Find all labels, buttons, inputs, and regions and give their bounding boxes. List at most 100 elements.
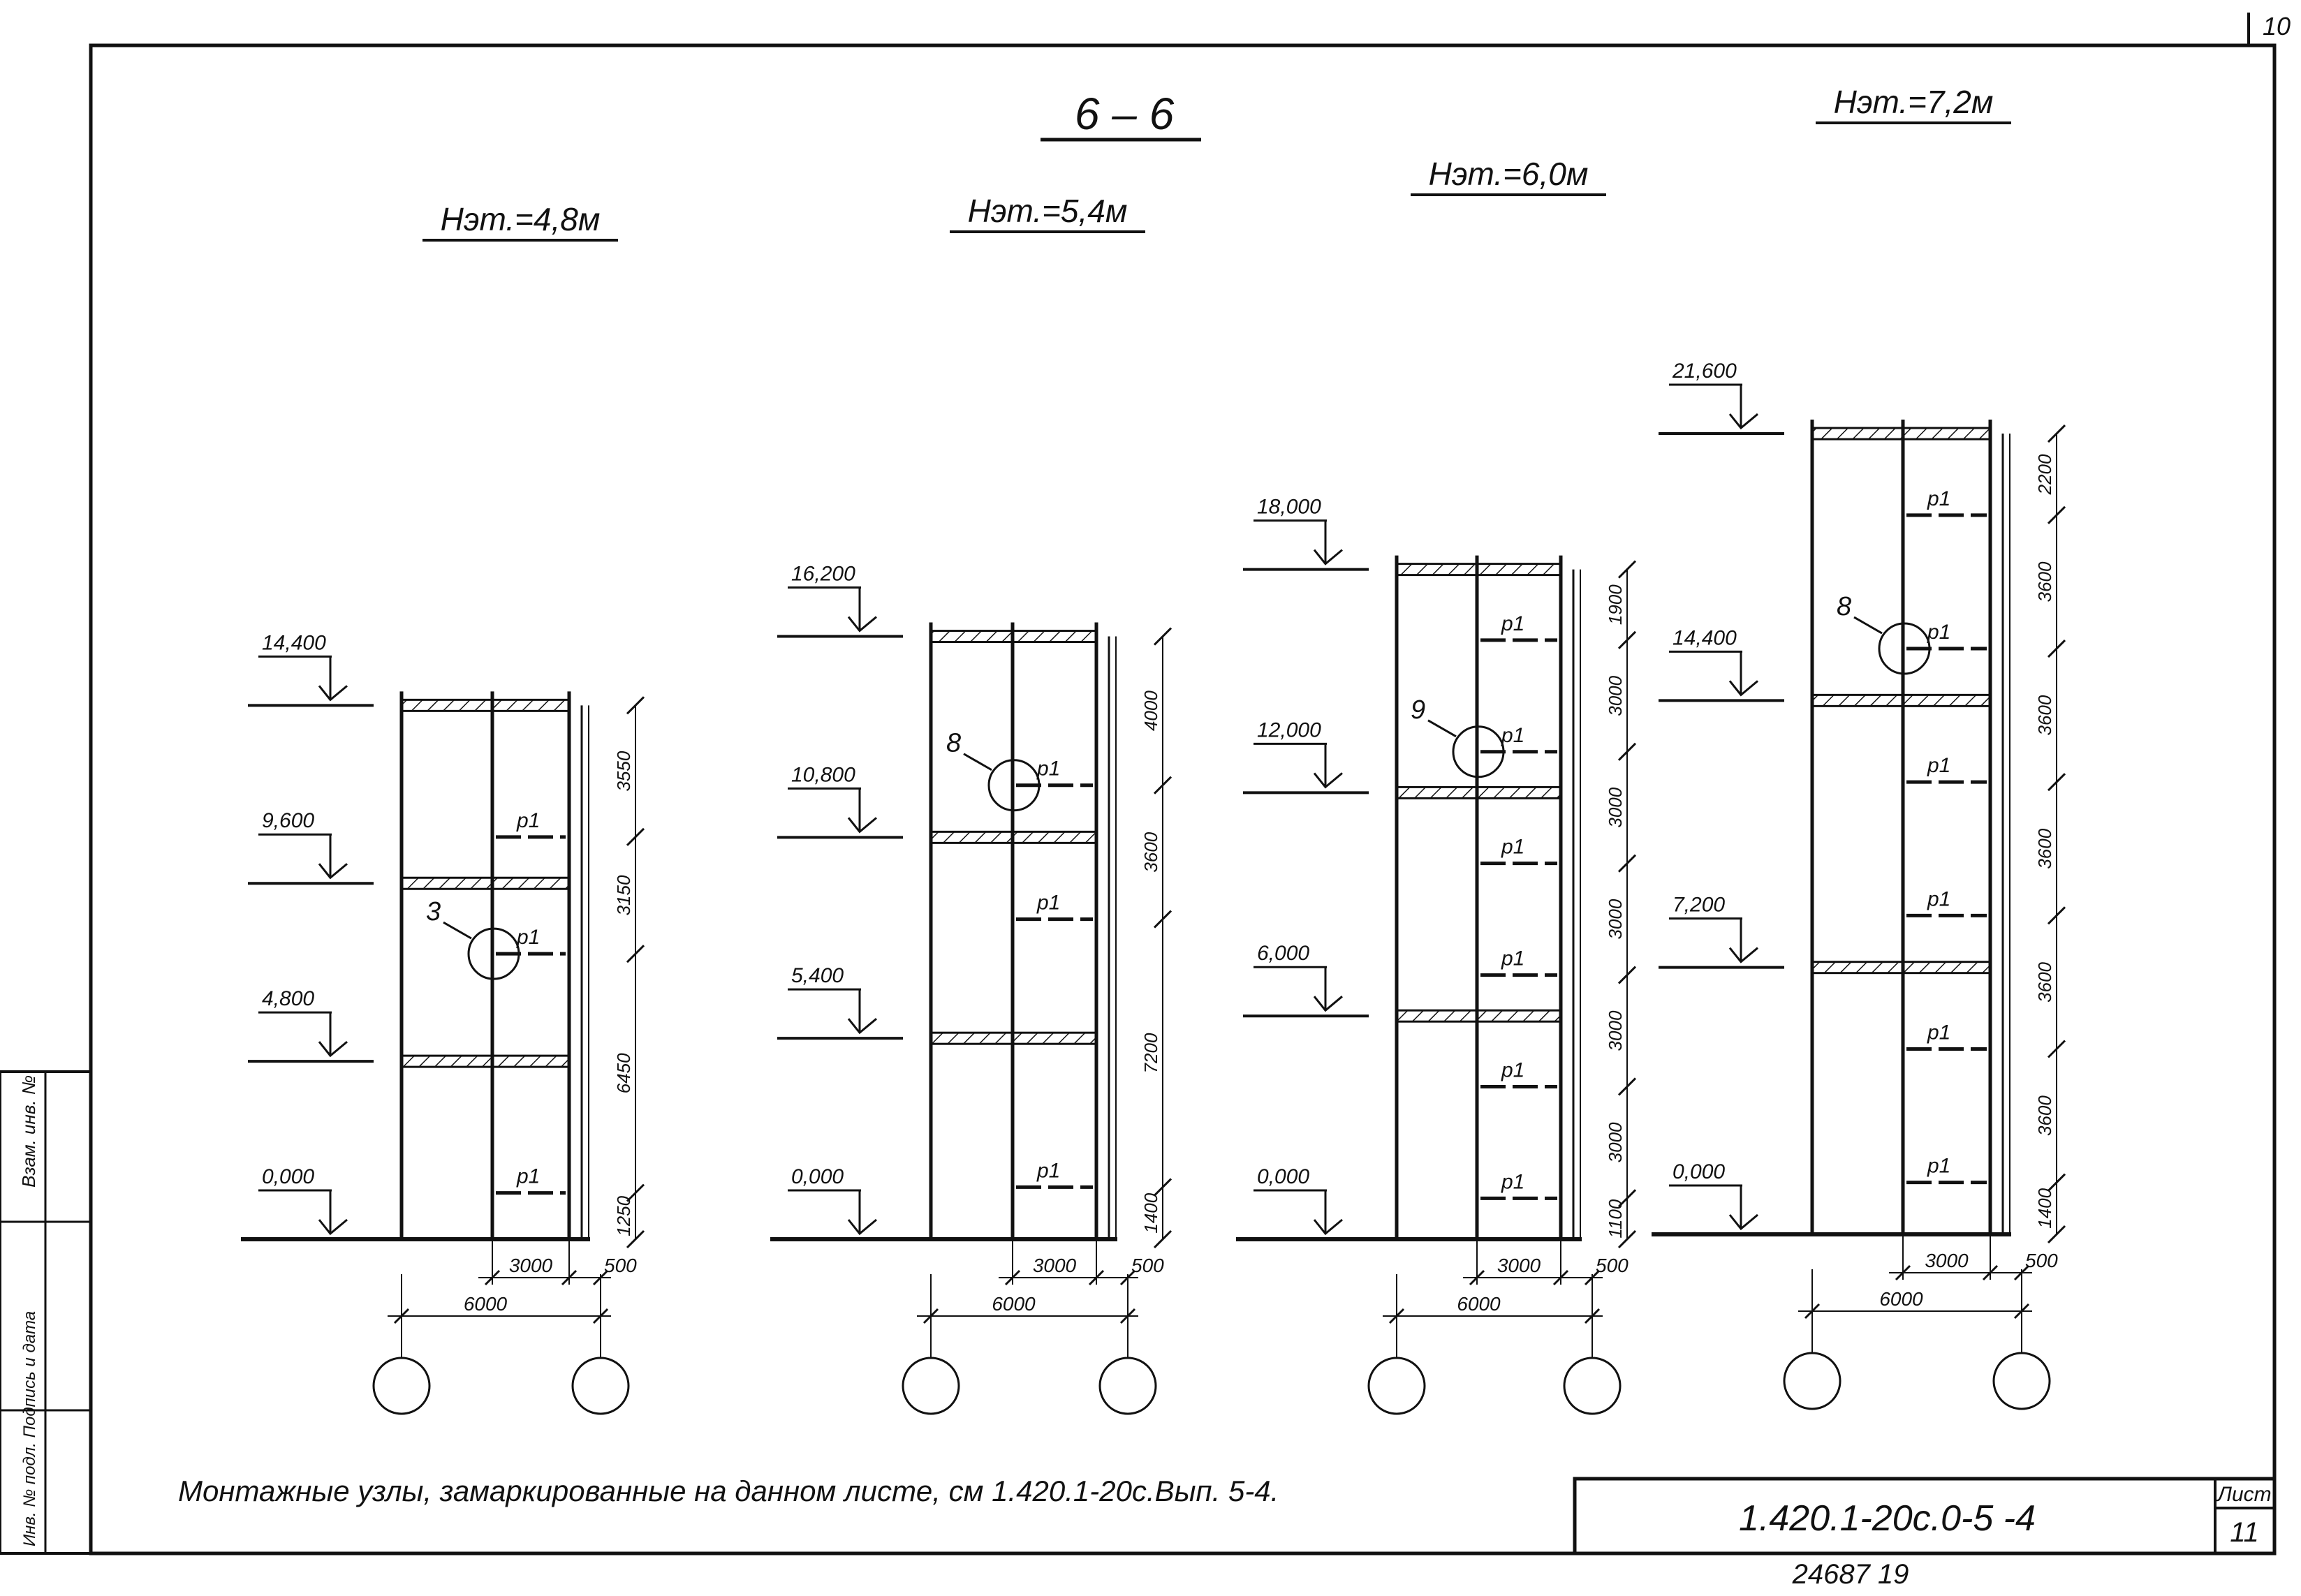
- level-arrow: [318, 656, 348, 702]
- node-leader: [963, 753, 992, 771]
- p1-label: р1: [1036, 1159, 1060, 1182]
- span-label: 3000: [1033, 1255, 1077, 1276]
- node-label: 3: [426, 897, 441, 926]
- p1-label: р1: [1501, 1170, 1524, 1193]
- node-circle: [987, 759, 1041, 812]
- floor-slab: [400, 876, 571, 890]
- dimension-tick: [2047, 906, 2066, 925]
- node-leader: [1853, 616, 1883, 635]
- span-label: 6000: [992, 1293, 1036, 1315]
- p1-label: р1: [1501, 1058, 1524, 1081]
- floor-slab: [929, 630, 1098, 644]
- side-strip-upper: Взам. инв. №: [18, 1075, 39, 1188]
- p1-label: р1: [1927, 1021, 1950, 1044]
- level-label: 0,000: [1673, 1160, 1725, 1183]
- dimension-tick: [626, 945, 645, 963]
- level-arrow: [847, 989, 877, 1035]
- p1-label: р1: [516, 926, 540, 949]
- level-arrow: [1728, 1185, 1758, 1231]
- frame-title: Нэт.=5,4м: [968, 193, 1128, 229]
- axis-bubble: [902, 1357, 960, 1415]
- dimension-tick: [2047, 1173, 2066, 1192]
- level-arrow: [1728, 918, 1758, 963]
- section-title: 6 – 6: [1075, 89, 1175, 139]
- level-arrow: [847, 587, 877, 633]
- level-arrow: [847, 1190, 877, 1236]
- level-label: 21,600: [1672, 360, 1737, 383]
- dimension-label: 3600: [2034, 561, 2055, 602]
- dimension-tick: [1153, 627, 1172, 646]
- level-arrow: [1313, 967, 1343, 1012]
- p1-label: р1: [1501, 724, 1524, 747]
- node-leader: [443, 921, 472, 940]
- span-label: 3000: [1925, 1250, 1969, 1271]
- dimension-label: 3000: [1605, 1010, 1626, 1051]
- dimension-tick: [1617, 742, 1637, 761]
- side-strip-lower: Инв. № подл. Подпись и дата: [20, 1311, 39, 1546]
- span-label: 3000: [1497, 1255, 1541, 1276]
- dimension-label: 3600: [2034, 1095, 2055, 1136]
- span-label: 500: [1596, 1255, 1629, 1276]
- sheet-frame: [0, 13, 2277, 1556]
- dimension-label: 1250: [613, 1195, 634, 1236]
- level-arrow: [1728, 385, 1758, 430]
- corner-number: 10: [2263, 12, 2291, 40]
- frame-title: Нэт.=6,0м: [1429, 156, 1589, 192]
- dimension-label: 3600: [2034, 695, 2055, 735]
- dimension-label: 6450: [613, 1053, 634, 1093]
- dimension-label: 3000: [1605, 787, 1626, 827]
- dimension-label: 1100: [1605, 1199, 1626, 1238]
- dimension-label: 3000: [1605, 1122, 1626, 1162]
- dimension-label: 3600: [2034, 828, 2055, 869]
- p1-label: р1: [1927, 621, 1950, 644]
- level-arrow: [1313, 520, 1343, 566]
- level-label: 14,400: [1673, 626, 1737, 649]
- dimension-tick: [1617, 560, 1637, 579]
- span-label: 500: [2025, 1250, 2058, 1271]
- span-label: 3000: [509, 1255, 553, 1276]
- frame-section-4: Нэт.=7,2м 21,600 14,400 7,200 0,000 1400 3600 3…: [1652, 84, 2066, 1410]
- level-label: 5,400: [791, 964, 844, 987]
- level-label: 18,000: [1257, 496, 1321, 519]
- dimension-label: 1400: [1140, 1192, 1161, 1233]
- dimension-tick: [1617, 630, 1637, 649]
- frame-section-1: Нэт.=4,8м14,4009,6004,8000,0001250645031…: [241, 201, 645, 1415]
- dimension-tick: [1617, 1189, 1637, 1208]
- floor-slab: [400, 1054, 571, 1068]
- floor-slab: [400, 698, 571, 712]
- axis-bubble: [1098, 1357, 1157, 1415]
- level-label: 7,200: [1673, 894, 1725, 917]
- archive-number: 24687 19: [1792, 1559, 1909, 1590]
- p1-label: р1: [1927, 887, 1950, 910]
- dimension-tick: [1617, 966, 1637, 984]
- dimension-label: 3550: [613, 751, 634, 791]
- level-label: 16,200: [791, 563, 855, 586]
- dimension-tick: [2047, 505, 2066, 524]
- floor-slab: [1395, 785, 1562, 799]
- dimension-label: 1900: [1605, 584, 1626, 625]
- dimension-tick: [2047, 1225, 2066, 1244]
- footnote: Монтажные узлы, замаркированные на данно…: [178, 1475, 1279, 1507]
- level-label: 14,400: [262, 631, 326, 654]
- floor-slab: [1395, 563, 1562, 577]
- axis-bubble: [372, 1357, 431, 1415]
- dimension-tick: [2047, 639, 2066, 658]
- dimension-tick: [1617, 1229, 1637, 1249]
- dimension-label: 3600: [2034, 961, 2055, 1002]
- level-label: 0,000: [791, 1165, 844, 1188]
- frames-layer: Нэт.=4,8м14,4009,6004,8000,0001250645031…: [241, 84, 2066, 1415]
- dimension-tick: [1617, 854, 1637, 873]
- level-label: 0,000: [1257, 1165, 1309, 1188]
- node-label: 9: [1411, 695, 1425, 725]
- level-label: 0,000: [262, 1165, 314, 1188]
- level-label: 6,000: [1257, 942, 1309, 965]
- dimension-tick: [2047, 1040, 2066, 1058]
- p1-label: р1: [1036, 892, 1060, 915]
- floor-slab: [1811, 693, 1992, 707]
- frame-title: Нэт.=7,2м: [1834, 84, 1994, 120]
- level-arrow: [847, 788, 877, 834]
- frame-section-2: Нэт.=5,4м16,20010,8005,4000,000140072003…: [770, 193, 1172, 1415]
- dimension-label: 1400: [2034, 1188, 2055, 1228]
- sheet-label: Лист: [2216, 1483, 2271, 1506]
- dimension-tick: [2047, 424, 2066, 443]
